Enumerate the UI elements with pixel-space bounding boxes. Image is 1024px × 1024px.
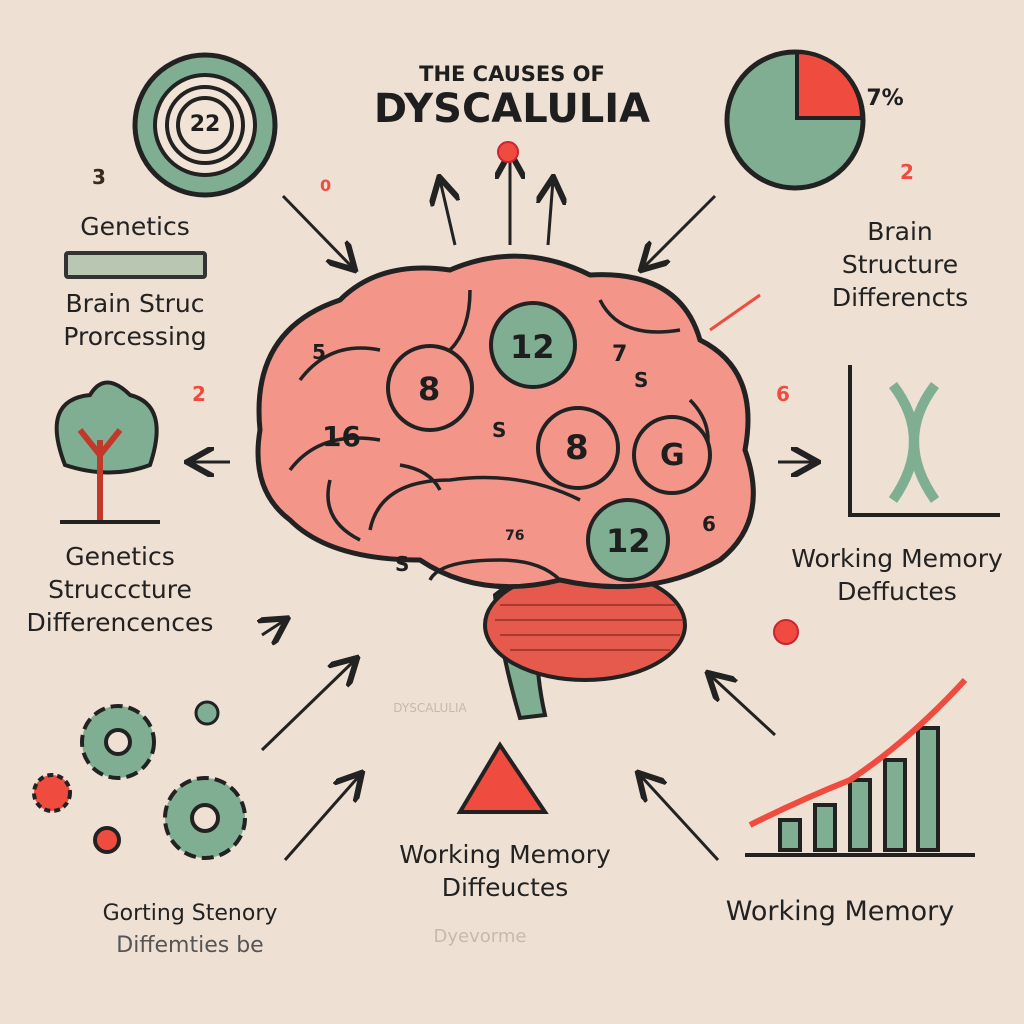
- arrow: [640, 775, 720, 862]
- faint-label: DYSCALULIA: [393, 701, 467, 715]
- label-line: Genetics: [80, 212, 190, 241]
- brain-number: 6: [702, 512, 716, 536]
- brain-number: 8: [418, 370, 441, 408]
- red-dots: [497, 141, 799, 645]
- brain-number: 16: [322, 420, 361, 453]
- target-icon: [132, 52, 278, 198]
- title-line-2: DYSCALULIA: [373, 86, 651, 132]
- label-bottom-left: Gorting Stenory Diffemties be: [40, 898, 340, 962]
- brain-illustration: [255, 253, 756, 721]
- stray-number: 2: [900, 160, 914, 184]
- label-line: Diffemties be: [116, 933, 264, 958]
- stray-number: 3: [92, 165, 106, 189]
- brain-number: G: [660, 438, 685, 473]
- label-line: Deffuctes: [837, 577, 957, 606]
- label-line: Structure: [841, 250, 959, 279]
- bar-chart-icon: [745, 677, 975, 857]
- label-line: Genetics: [65, 542, 175, 571]
- label-line: Working Memory: [791, 544, 1003, 573]
- label-mid-right: Working Memory Deffuctes: [770, 542, 1024, 608]
- stray-number: 0: [320, 176, 332, 195]
- brain-number: S: [395, 552, 410, 576]
- brain-number: 12: [606, 522, 651, 560]
- pie-percent: 7%: [866, 86, 904, 111]
- brain-lobes: [386, 301, 712, 582]
- title-line-1: THE CAUSES OF: [419, 62, 605, 86]
- stray-number: 2: [192, 382, 206, 406]
- arrow: [643, 194, 717, 268]
- arrow: [262, 620, 285, 635]
- arrow: [283, 775, 360, 861]
- brain-number: 76: [505, 528, 525, 544]
- label-line: Brain: [867, 217, 933, 246]
- arrow: [260, 660, 355, 752]
- arrow: [548, 180, 553, 246]
- label-line: Brain Struc: [65, 289, 205, 318]
- label-line: Working Memory: [725, 896, 955, 927]
- brain-number: 7: [612, 342, 628, 367]
- brain-number: 5: [312, 340, 326, 364]
- chromosome-icon: [20, 243, 250, 287]
- warning-icon: [456, 741, 549, 814]
- label-line: Diffeuctes: [441, 873, 569, 902]
- arrow: [281, 194, 353, 268]
- arrow: [710, 675, 777, 737]
- pie-chart-icon: [724, 49, 866, 191]
- label-mid-left: Genetics Strucccture Differencences: [10, 540, 230, 639]
- dna-chart-icon: [848, 365, 1000, 517]
- label-line: Prorcessing: [63, 322, 207, 351]
- brain-number: 12: [510, 328, 555, 366]
- gears-icon: [32, 704, 247, 860]
- label-line: Differencts: [831, 283, 969, 312]
- label-line: Working Memory: [399, 840, 611, 869]
- arrow: [440, 180, 455, 246]
- tree-icon: [54, 380, 160, 524]
- label-line: Gorting Stenory: [102, 901, 278, 926]
- brain-number: S: [492, 418, 507, 442]
- stray-number: 6: [776, 382, 790, 406]
- faint-label: Dyevorme: [433, 926, 527, 947]
- target-number: 22: [189, 112, 221, 137]
- label-line: Strucccture: [48, 575, 192, 604]
- label-top-left: Genetics Brain Struc Prorcessing: [20, 210, 250, 353]
- label-bottom-center: Working Memory Diffeuctes: [345, 838, 665, 904]
- brain-number: S: [634, 368, 649, 392]
- label-line: Differencences: [26, 608, 214, 637]
- arrows: [190, 155, 815, 862]
- brain-number: 8: [565, 428, 589, 468]
- label-top-right: Brain Structure Differencts: [800, 215, 1000, 314]
- label-bottom-right: Working Memory: [690, 895, 990, 928]
